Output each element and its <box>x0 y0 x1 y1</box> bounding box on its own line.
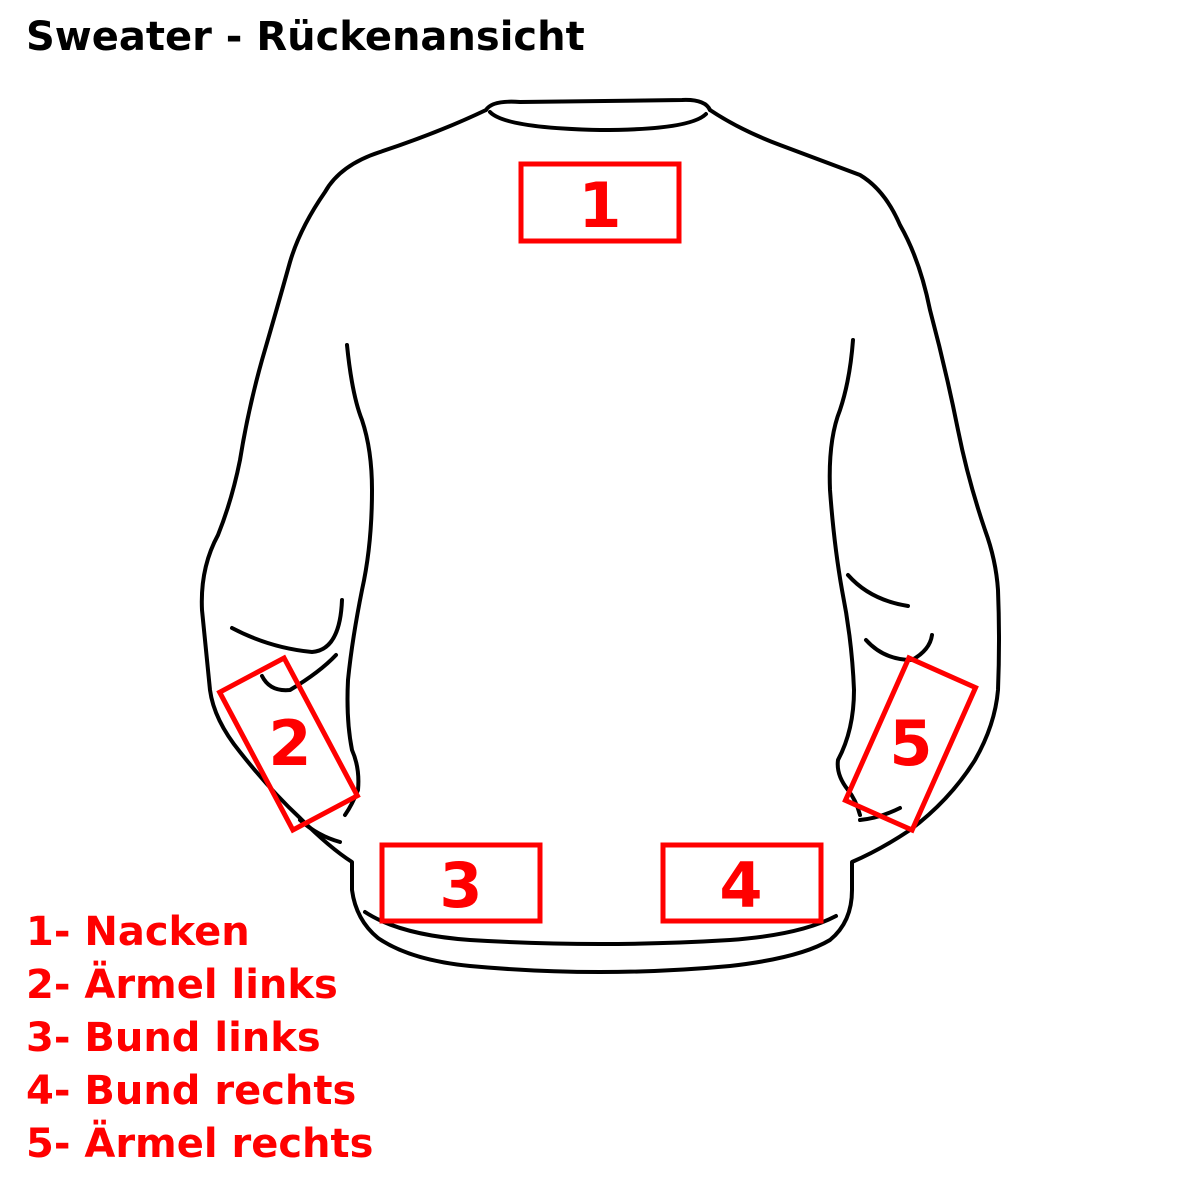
zone-number-3: 3 <box>439 849 482 922</box>
left-cuff-fold-2 <box>260 653 338 693</box>
legend-item-bund-rechts: 4- Bund rechts <box>26 1068 357 1114</box>
collar <box>484 97 712 112</box>
zone-box-2 <box>216 654 361 834</box>
hem-rib <box>363 910 838 946</box>
left-sleeve-seam <box>343 343 374 817</box>
left-cuff-fold <box>230 598 344 654</box>
zone-box-3 <box>379 842 543 924</box>
zone-number-2: 2 <box>268 707 311 780</box>
right-sleeve-seam <box>827 338 862 817</box>
zone-number-4: 4 <box>719 849 762 922</box>
right-cuff-fold <box>846 573 910 608</box>
right-cuff-fold-2 <box>864 633 934 662</box>
zone-number-1: 1 <box>578 169 621 242</box>
diagram-title: Sweater - Rückenansicht <box>26 14 585 60</box>
zone-number-5: 5 <box>889 707 932 780</box>
zone-legend: 1- Nacken 2- Ärmel links 3- Bund links 4… <box>26 906 373 1171</box>
zone-box-4 <box>660 842 824 924</box>
legend-item-aermel-rechts: 5- Ärmel rechts <box>26 1121 374 1167</box>
collar-inner <box>488 110 708 132</box>
zone-box-1 <box>518 161 682 244</box>
legend-item-aermel-links: 2- Ärmel links <box>26 962 338 1008</box>
zone-box-5 <box>842 654 979 834</box>
body-outline <box>199 108 1001 974</box>
legend-item-nacken: 1- Nacken <box>26 909 250 955</box>
zone-markers <box>216 161 979 924</box>
legend-item-bund-links: 3- Bund links <box>26 1015 321 1061</box>
